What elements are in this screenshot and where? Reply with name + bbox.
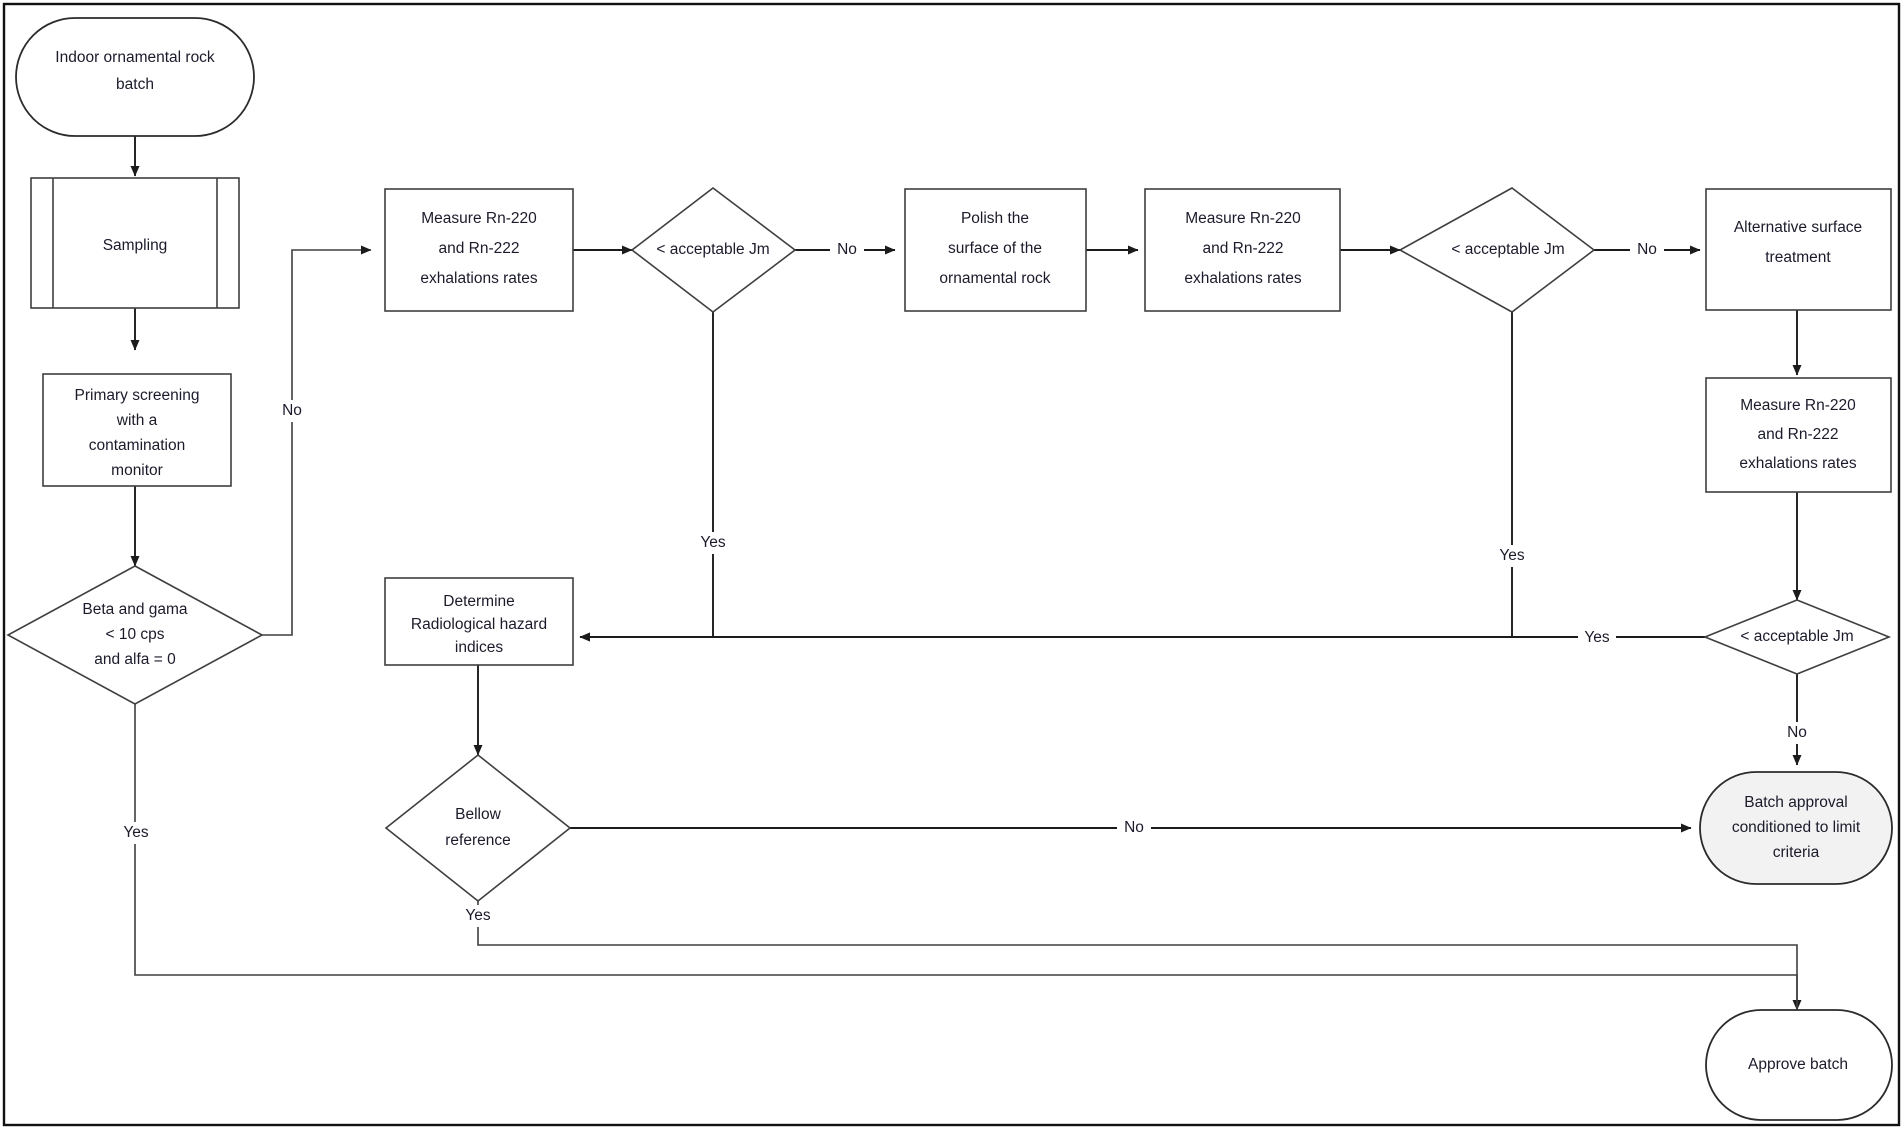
- node-measure3-line-2: exhalations rates: [1739, 455, 1856, 472]
- node-conditioned-line-2: criteria: [1773, 844, 1820, 861]
- edge-label-jm1-no: No: [837, 241, 857, 258]
- node-alternative-line-1: treatment: [1765, 249, 1831, 266]
- edge-beta-no-to-measure1: [262, 245, 372, 636]
- node-jm1-line-0: < acceptable Jm: [656, 241, 769, 258]
- edge-label-group: No Yes No Yes No Yes Yes No No Yes: [118, 239, 1814, 927]
- node-primary-screening[interactable]: Primary screening with a contamination m…: [42, 373, 232, 487]
- node-start[interactable]: Indoor ornamental rock batch: [15, 17, 255, 137]
- node-measure1-line-0: Measure Rn-220: [421, 210, 537, 227]
- node-measure-1[interactable]: Measure Rn-220 and Rn-222 exhalations ra…: [384, 188, 574, 312]
- edge-label-beta-no: No: [282, 402, 302, 419]
- node-measure3-line-0: Measure Rn-220: [1740, 397, 1856, 414]
- edge-jm2-yes-to-determine: [580, 312, 1513, 638]
- node-beta-gama-decision[interactable]: Beta and gama < 10 cps and alfa = 0: [6, 565, 264, 705]
- node-alternative-treatment[interactable]: Alternative surface treatment: [1705, 188, 1892, 311]
- node-bellow-line-0: Bellow: [455, 806, 501, 823]
- node-jm3-line-0: < acceptable Jm: [1740, 628, 1853, 645]
- node-primary-screening-line-0: Primary screening: [75, 387, 200, 404]
- node-approve-batch[interactable]: Approve batch: [1705, 1009, 1893, 1121]
- node-measure1-line-1: and Rn-222: [438, 240, 519, 257]
- node-determine-line-2: indices: [455, 639, 503, 656]
- node-primary-screening-line-2: contamination: [89, 437, 186, 454]
- node-measure2-line-1: and Rn-222: [1202, 240, 1283, 257]
- edge-jm1-yes-to-determine: [579, 312, 714, 642]
- node-measure2-line-2: exhalations rates: [1184, 270, 1301, 287]
- node-beta-line-0: Beta and gama: [82, 601, 188, 618]
- node-measure-2[interactable]: Measure Rn-220 and Rn-222 exhalations ra…: [1144, 188, 1341, 312]
- edge-label-jm2-yes: Yes: [1499, 547, 1525, 564]
- node-sampling[interactable]: Sampling: [30, 177, 240, 309]
- node-batch-conditioned[interactable]: Batch approval conditioned to limit crit…: [1699, 771, 1893, 885]
- node-approve-line-0: Approve batch: [1748, 1056, 1848, 1073]
- node-determine-line-0: Determine: [443, 593, 515, 610]
- edge-label-beta-yes: Yes: [123, 824, 149, 841]
- node-beta-line-1: < 10 cps: [105, 626, 164, 643]
- node-beta-line-2: and alfa = 0: [94, 651, 176, 668]
- node-determine-line-1: Radiological hazard: [411, 616, 547, 633]
- edge-bellow-yes-to-approve: [477, 901, 1798, 1010]
- node-measure-3[interactable]: Measure Rn-220 and Rn-222 exhalations ra…: [1705, 377, 1892, 493]
- node-conditioned-line-1: conditioned to limit: [1732, 819, 1861, 836]
- edge-label-jm1-yes: Yes: [700, 534, 726, 551]
- edge-label-jm3-yes: Yes: [1584, 629, 1610, 646]
- edge-label-bellow-no: No: [1124, 819, 1144, 836]
- node-polish-surface[interactable]: Polish the surface of the ornamental roc…: [904, 188, 1087, 312]
- node-acceptable-jm-3[interactable]: < acceptable Jm: [1702, 599, 1892, 675]
- node-bellow-reference[interactable]: Bellow reference: [384, 753, 572, 903]
- edge-label-jm3-no: No: [1787, 724, 1807, 741]
- node-start-line-0: Indoor ornamental rock: [55, 49, 215, 66]
- node-sampling-line-0: Sampling: [103, 237, 168, 254]
- node-polish-line-0: Polish the: [961, 210, 1029, 227]
- node-jm2-line-0: < acceptable Jm: [1451, 241, 1564, 258]
- edge-beta-yes-to-approve: [134, 704, 1802, 1011]
- edge-label-bellow-yes: Yes: [465, 907, 491, 924]
- node-acceptable-jm-2[interactable]: < acceptable Jm: [1398, 187, 1596, 313]
- node-measure3-line-1: and Rn-222: [1757, 426, 1838, 443]
- node-determine-indices[interactable]: Determine Radiological hazard indices: [384, 577, 574, 666]
- node-polish-line-1: surface of the: [948, 240, 1042, 257]
- node-start-line-1: batch: [116, 76, 154, 93]
- node-alternative-line-0: Alternative surface: [1734, 219, 1862, 236]
- node-primary-screening-line-1: with a: [116, 412, 158, 429]
- node-measure1-line-2: exhalations rates: [420, 270, 537, 287]
- node-primary-screening-line-3: monitor: [111, 462, 163, 479]
- node-bellow-line-1: reference: [445, 832, 510, 849]
- node-conditioned-line-0: Batch approval: [1744, 794, 1847, 811]
- edge-label-jm2-no: No: [1637, 241, 1657, 258]
- node-measure2-line-0: Measure Rn-220: [1185, 210, 1301, 227]
- node-polish-line-2: ornamental rock: [939, 270, 1050, 287]
- node-acceptable-jm-1[interactable]: < acceptable Jm: [630, 186, 797, 314]
